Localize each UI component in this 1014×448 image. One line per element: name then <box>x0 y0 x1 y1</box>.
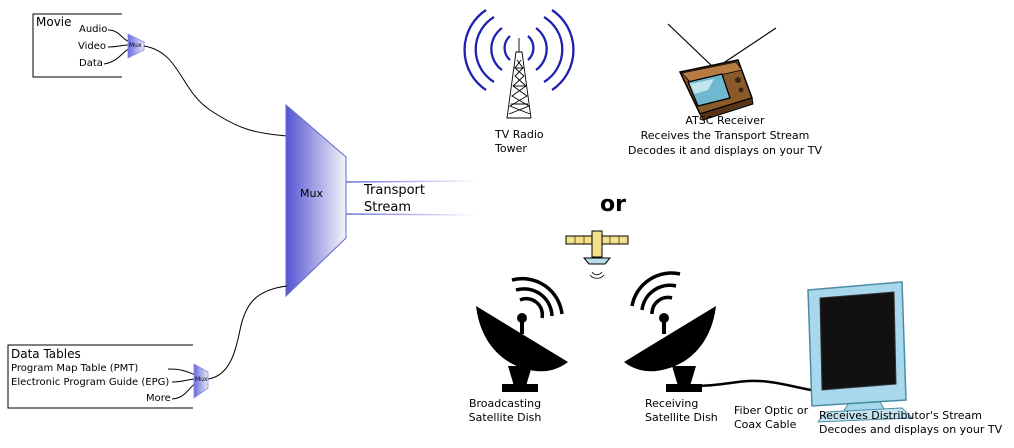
movie-wires <box>103 29 131 65</box>
data-mux-label: Mux <box>195 376 208 383</box>
data-tables-bracket <box>7 344 193 409</box>
cable-label-line1: Fiber Optic or <box>734 404 809 417</box>
satellite-icon <box>565 230 629 279</box>
broadcast-dish-label-line2: Satellite Dish <box>468 411 542 424</box>
cable-label-line2: Coax Cable <box>734 418 797 431</box>
transport-stream-lines <box>345 180 479 216</box>
transport-label-line2: Stream <box>364 200 412 215</box>
main-mux-label: Mux <box>300 187 323 200</box>
movie-mux-label: Mux <box>129 42 142 49</box>
data-input-pmt: Program Map Table (PMT) <box>11 363 139 374</box>
data-tables-mux-symbol <box>193 363 209 399</box>
tower-label-line1: TV Radio <box>495 128 544 141</box>
broadcasting-dish-icon <box>476 276 568 392</box>
atsc-tv-icon <box>667 23 777 121</box>
tv-tower-icon <box>463 9 575 119</box>
movie-mux-symbol <box>127 33 145 59</box>
monitor-label-line1: Receives Distributor's Stream <box>819 409 983 422</box>
atsc-label-line2: Receives the Transport Stream <box>640 129 810 142</box>
movie-to-mux-wire <box>143 45 288 137</box>
tower-label-line2: Tower <box>495 142 527 155</box>
monitor-label-line2: Decodes and displays on your TV <box>819 423 1003 436</box>
movie-title: Movie <box>36 15 72 29</box>
movie-input-audio: Audio <box>79 24 108 35</box>
data-mux-to-mux-wire <box>207 285 288 380</box>
atsc-label-line3: Decodes it and displays on your TV <box>627 144 822 157</box>
receive-dish-label-line2: Satellite Dish <box>645 411 718 424</box>
data-input-epg: Electronic Program Guide (EPG) <box>11 377 170 388</box>
data-tables-title: Data Tables <box>11 347 81 361</box>
atsc-label-line1: ATSC Receiver <box>685 114 765 127</box>
transport-label-line1: Transport <box>364 183 426 198</box>
main-mux-symbol <box>285 103 347 298</box>
data-tables-wires <box>167 368 197 400</box>
monitor-icon <box>807 281 914 423</box>
receiving-dish-icon <box>624 271 716 392</box>
data-input-more: More <box>146 393 171 404</box>
movie-input-data: Data <box>79 58 103 69</box>
movie-input-video: Video <box>78 41 107 52</box>
receive-dish-label-line1: Receiving <box>645 397 699 410</box>
movie-bracket <box>32 13 122 78</box>
broadcast-dish-label-line1: Broadcasting <box>468 397 542 410</box>
or-label: or <box>600 192 626 217</box>
